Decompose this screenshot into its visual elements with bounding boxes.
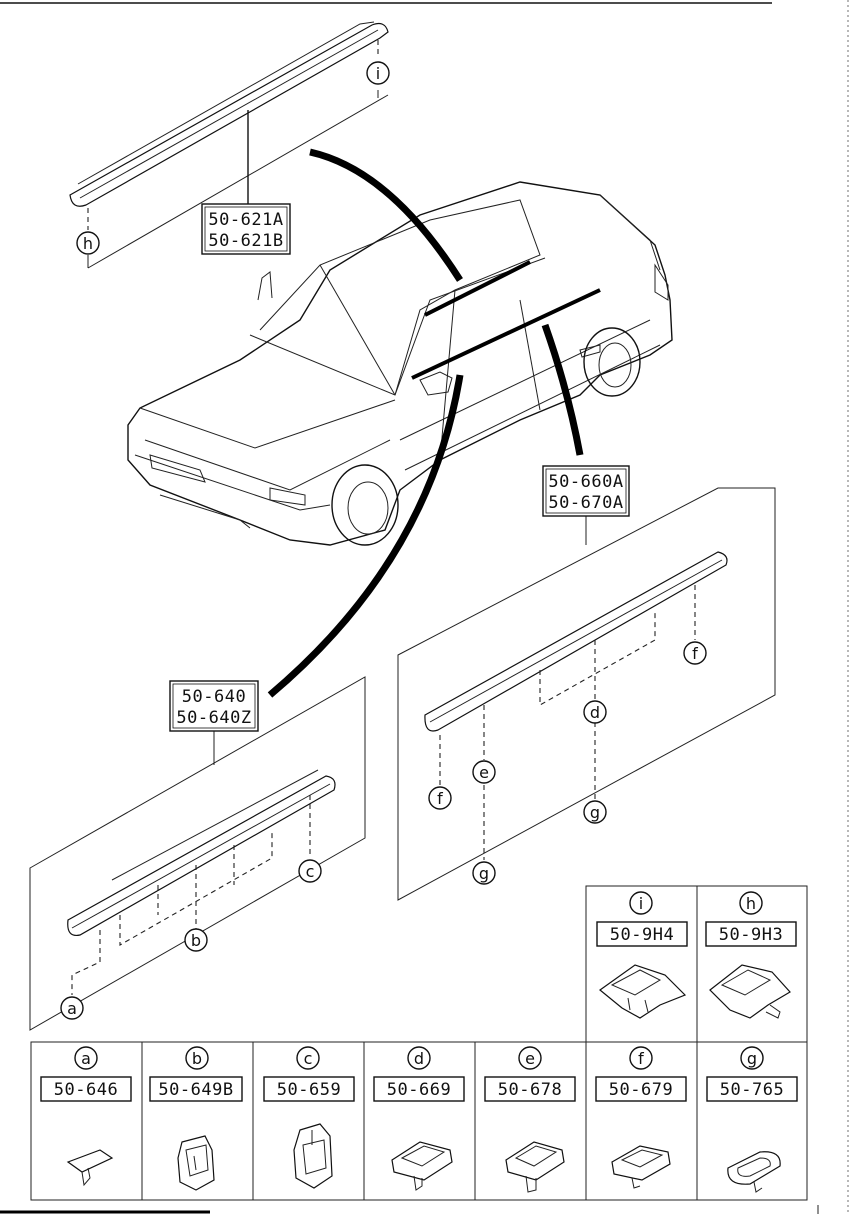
svg-text:b: b bbox=[192, 1049, 202, 1068]
car-illustration bbox=[127, 181, 673, 546]
svg-text:50-670A: 50-670A bbox=[548, 493, 623, 513]
svg-text:50-765: 50-765 bbox=[720, 1080, 784, 1100]
clip-cell-f: f 50-679 bbox=[595, 1046, 687, 1189]
callout-d-rear: d bbox=[583, 700, 607, 724]
svg-text:f: f bbox=[437, 789, 443, 808]
svg-text:d: d bbox=[414, 1049, 424, 1068]
callout-a-front: a bbox=[60, 996, 84, 1020]
part-label-rear-belt: 50-660A 50-670A bbox=[542, 465, 630, 517]
roof-drip-mark bbox=[424, 260, 531, 317]
svg-text:g: g bbox=[479, 864, 489, 883]
clip-h-icon bbox=[709, 964, 791, 1019]
svg-text:50-659: 50-659 bbox=[277, 1080, 341, 1100]
callout-h-roof: h bbox=[76, 231, 100, 255]
svg-text:50-669: 50-669 bbox=[387, 1080, 451, 1100]
svg-text:a: a bbox=[67, 999, 77, 1018]
callout-g-rear-1: g bbox=[583, 800, 607, 824]
svg-text:f: f bbox=[638, 1049, 644, 1068]
clip-cell-h: h 50-9H3 bbox=[705, 891, 797, 1019]
clip-cell-b: b 50-649B bbox=[149, 1046, 243, 1191]
svg-text:50-9H4: 50-9H4 bbox=[610, 925, 674, 945]
svg-text:50-621A: 50-621A bbox=[208, 210, 283, 230]
svg-text:e: e bbox=[525, 1049, 535, 1068]
svg-text:h: h bbox=[83, 234, 93, 253]
clip-table-top bbox=[585, 885, 808, 1043]
part-label-front-belt: 50-640 50-640Z bbox=[169, 680, 259, 732]
clip-i-icon bbox=[599, 964, 687, 1019]
clip-f-icon bbox=[611, 1145, 671, 1189]
callout-i-roof: i bbox=[366, 61, 390, 85]
svg-text:i: i bbox=[639, 894, 643, 913]
panel-rear-belt bbox=[397, 487, 776, 901]
callout-c-front: c bbox=[298, 859, 322, 883]
clip-b-icon bbox=[177, 1135, 215, 1191]
svg-text:g: g bbox=[747, 1049, 757, 1068]
part-label-roof: 50-621A 50-621B bbox=[201, 203, 291, 255]
rear-belt-pointer bbox=[541, 323, 584, 456]
clip-cell-c: c 50-659 bbox=[263, 1046, 355, 1189]
svg-text:50-9H3: 50-9H3 bbox=[719, 925, 783, 945]
svg-text:50-646: 50-646 bbox=[54, 1080, 118, 1100]
callout-e-rear: e bbox=[472, 760, 496, 784]
belt-mark bbox=[411, 288, 601, 380]
clip-g-icon bbox=[727, 1151, 781, 1193]
clip-table-bottom bbox=[30, 1041, 808, 1201]
clip-cell-g: g 50-765 bbox=[706, 1046, 798, 1193]
roof-pointer bbox=[309, 148, 463, 282]
svg-text:a: a bbox=[81, 1049, 91, 1068]
callout-f-rear-1: f bbox=[683, 641, 707, 665]
clip-cell-e: e 50-678 bbox=[484, 1046, 576, 1193]
svg-text:i: i bbox=[376, 64, 380, 83]
svg-text:g: g bbox=[590, 803, 600, 822]
svg-text:50-640Z: 50-640Z bbox=[176, 708, 251, 728]
svg-text:f: f bbox=[692, 644, 698, 663]
svg-text:50-660A: 50-660A bbox=[548, 472, 623, 492]
panel-front-belt bbox=[29, 676, 366, 1031]
svg-text:e: e bbox=[479, 763, 489, 782]
roof-molding bbox=[69, 21, 389, 269]
svg-text:c: c bbox=[306, 862, 315, 881]
svg-text:50-679: 50-679 bbox=[609, 1080, 673, 1100]
front-belt-pointer bbox=[267, 374, 464, 698]
clip-cell-d: d 50-669 bbox=[373, 1046, 465, 1191]
clip-d-icon bbox=[391, 1141, 453, 1191]
callout-f-rear-2: f bbox=[428, 786, 452, 810]
clip-cell-a: a 50-646 bbox=[40, 1046, 132, 1187]
clip-e-icon bbox=[505, 1141, 565, 1193]
svg-text:h: h bbox=[746, 894, 756, 913]
svg-text:50-621B: 50-621B bbox=[208, 231, 283, 251]
callout-b-front: b bbox=[184, 928, 208, 952]
svg-text:50-678: 50-678 bbox=[498, 1080, 562, 1100]
callout-g-rear-2: g bbox=[472, 861, 496, 885]
clip-cell-i: i 50-9H4 bbox=[596, 891, 688, 1019]
clip-c-icon bbox=[293, 1123, 333, 1189]
svg-text:50-640: 50-640 bbox=[182, 687, 246, 707]
svg-text:b: b bbox=[191, 931, 201, 950]
svg-text:d: d bbox=[590, 703, 600, 722]
clip-a-icon bbox=[66, 1149, 114, 1187]
svg-text:c: c bbox=[304, 1049, 313, 1068]
svg-text:50-649B: 50-649B bbox=[158, 1080, 233, 1100]
